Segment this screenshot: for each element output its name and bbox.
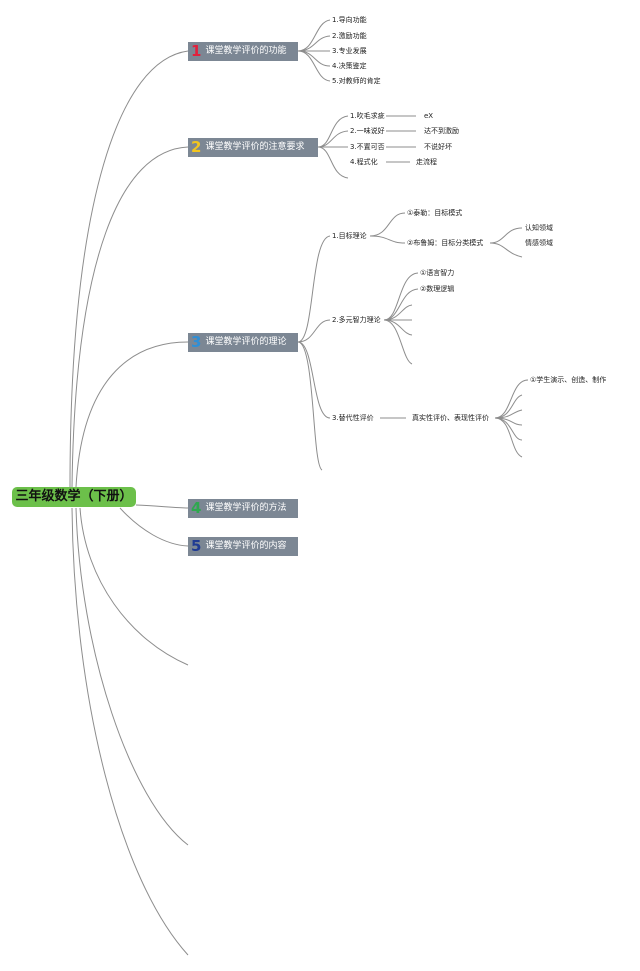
requirement-note-4[interactable]: 走流程 [416, 158, 437, 166]
branch-number-5: 5 [191, 537, 202, 555]
requirement-item-1[interactable]: 1.吹毛求疵 [350, 112, 385, 120]
requirement-note-3[interactable]: 不说好坏 [424, 143, 452, 151]
function-item-3[interactable]: 3.专业发展 [332, 47, 367, 55]
theory-multi-item-2[interactable]: ②数理逻辑 [420, 285, 455, 293]
branch-number-4: 4 [191, 499, 202, 517]
branch-number-3: 3 [191, 333, 202, 351]
branch-label-4: 课堂教学评价的方法 [205, 503, 287, 513]
branch-label-2: 课堂教学评价的注意要求 [205, 142, 305, 152]
theory-goal-domain-1[interactable]: 认知领域 [525, 224, 553, 232]
requirement-item-2[interactable]: 2.一味说好 [350, 127, 385, 135]
theory-goal-domain-2[interactable]: 情感领域 [525, 239, 553, 247]
requirement-note-2[interactable]: 达不到激励 [424, 127, 459, 135]
function-item-5[interactable]: 5.对教师的肯定 [332, 77, 381, 85]
theory-multi-label[interactable]: 2.多元智力理论 [332, 316, 381, 324]
function-item-1[interactable]: 1.导向功能 [332, 16, 367, 24]
branch-label-3: 课堂教学评价的理论 [205, 337, 287, 347]
branch-label-1: 课堂教学评价的功能 [205, 46, 287, 56]
function-item-2[interactable]: 2.激励功能 [332, 32, 367, 40]
theory-goal-label[interactable]: 1.目标理论 [332, 232, 367, 240]
theory-multi-item-1[interactable]: ①语言智力 [420, 269, 455, 277]
theory-alt-desc[interactable]: 真实性评价、表现性评价 [412, 414, 489, 422]
requirement-item-4[interactable]: 4.程式化 [350, 158, 378, 166]
theory-goal-tyler[interactable]: ①泰勒：目标模式 [407, 209, 463, 217]
branch-number-2: 2 [191, 138, 202, 156]
branch-label-5: 课堂教学评价的内容 [205, 541, 287, 551]
branch-number-1: 1 [191, 42, 202, 60]
function-item-4[interactable]: 4.决策鉴定 [332, 62, 367, 70]
theory-alt-label[interactable]: 3.替代性评价 [332, 414, 374, 422]
root-node[interactable]: 三年级数学（下册） [12, 487, 136, 507]
requirement-note-1[interactable]: eX [424, 112, 434, 120]
theory-alt-item-1[interactable]: ①学生演示、创造、制作 [530, 376, 607, 384]
requirement-item-3[interactable]: 3.不置可否 [350, 143, 385, 151]
theory-goal-bloom[interactable]: ②布鲁姆：目标分类模式 [407, 239, 484, 247]
